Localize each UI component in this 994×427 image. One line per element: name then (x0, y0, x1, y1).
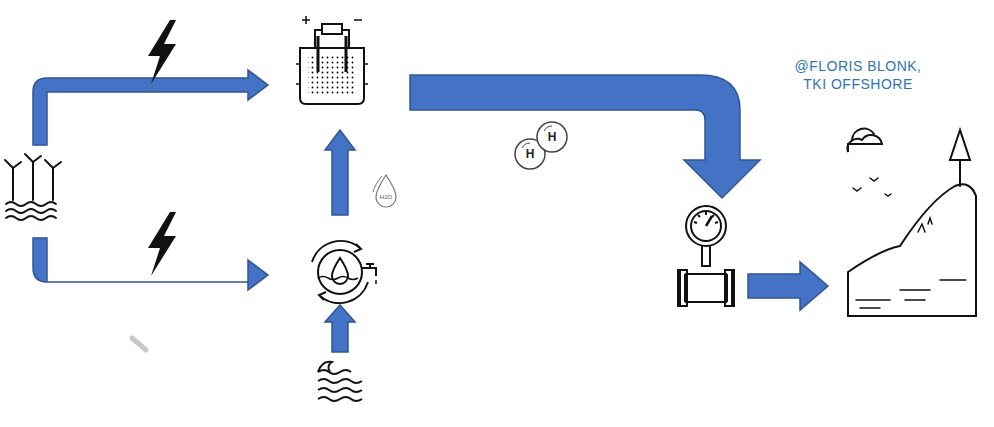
desalination-icon (312, 241, 376, 303)
electrolyser-icon (296, 16, 368, 104)
symbol-label: H (548, 130, 557, 146)
hydrogen-molecule-icon (515, 122, 567, 169)
pressure-gauge-icon (678, 206, 734, 306)
pencil-mark (132, 338, 146, 350)
credit-text: @FLORIS BLONK, TKI OFFSHORE (783, 57, 933, 93)
water-drop-icon (373, 175, 396, 207)
flow-arrows (33, 70, 828, 352)
wind-farm-icon (5, 154, 61, 220)
landscape-icon (848, 129, 976, 316)
symbol-label: H2O (380, 194, 392, 202)
power-bolts (148, 20, 176, 276)
sea-waves-icon (318, 362, 362, 401)
symbol-label: H (526, 147, 535, 163)
